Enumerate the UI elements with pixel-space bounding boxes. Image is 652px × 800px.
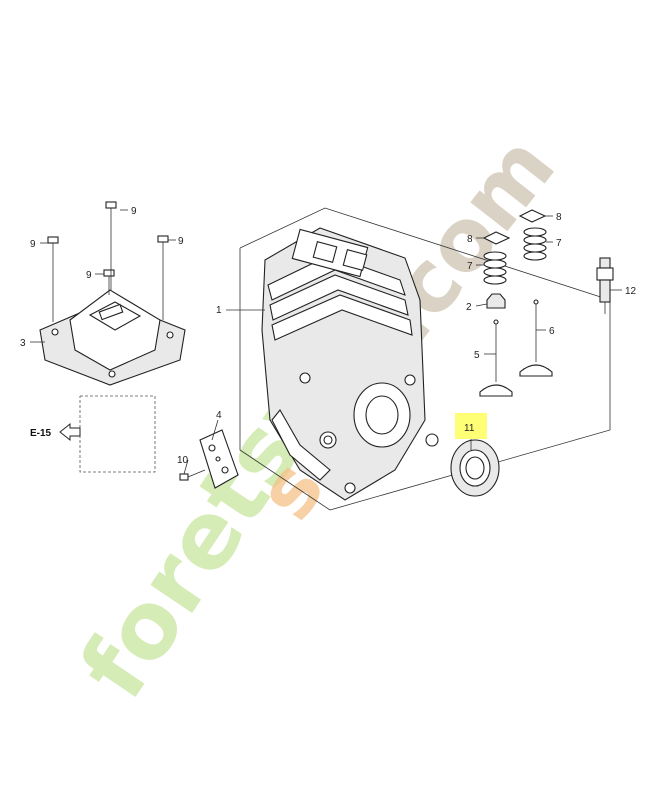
ref-arrow: E-15 (30, 422, 81, 442)
label-10: 10 (177, 455, 189, 466)
spark-plug (596, 257, 614, 314)
breather-tube-box (79, 395, 156, 473)
label-8b: 8 (467, 234, 473, 245)
callout-labels: 1 2 3 4 5 6 7 7 8 8 9 9 9 9 10 11 12 (20, 206, 637, 466)
valve-intake (479, 319, 513, 397)
spring-right (523, 227, 547, 261)
label-7b: 7 (467, 261, 473, 272)
label-7a: 7 (556, 238, 562, 249)
label-2: 2 (466, 302, 472, 313)
assembly-frame (239, 207, 611, 511)
spring-left (483, 251, 507, 285)
oil-seal (450, 439, 500, 497)
label-5: 5 (474, 350, 480, 361)
ref-label: E-15 (30, 428, 52, 439)
gasket (199, 429, 239, 489)
bolt-b (47, 236, 59, 262)
bolts-9 (47, 201, 169, 322)
label-9a: 9 (131, 206, 137, 217)
label-8a: 8 (556, 212, 562, 223)
label-11: 11 (464, 423, 475, 434)
valve-exhaust (519, 299, 553, 377)
label-12: 12 (625, 286, 637, 297)
highlight-box (455, 413, 487, 439)
bolt-c (157, 235, 169, 262)
bolt-a (105, 201, 117, 232)
label-9c: 9 (178, 236, 184, 247)
label-9b: 9 (30, 239, 36, 250)
cylinder-block (261, 227, 439, 501)
valve-train (479, 209, 553, 397)
label-3: 3 (20, 338, 26, 349)
label-4: 4 (216, 410, 222, 421)
label-9d: 9 (86, 270, 92, 281)
label-6: 6 (549, 326, 555, 337)
bolt-d (103, 269, 115, 295)
leader-lines (30, 209, 622, 475)
label-1: 1 (216, 305, 222, 316)
head-cover (39, 289, 186, 386)
